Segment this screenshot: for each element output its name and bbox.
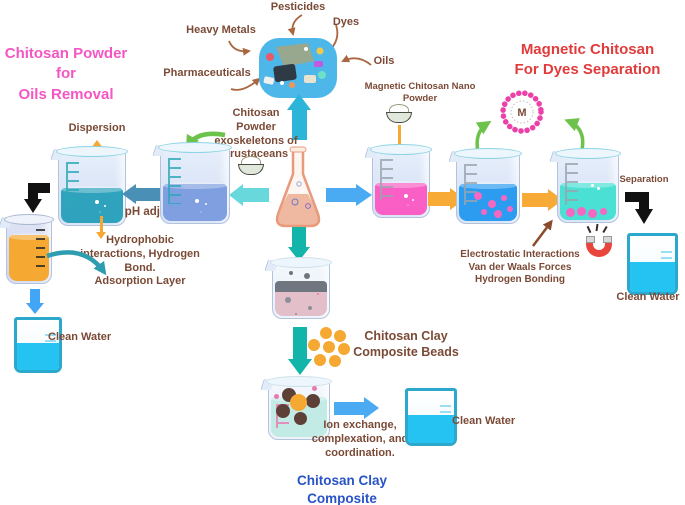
beaker-dispersion xyxy=(50,146,128,226)
nano-powder-bowl-icon xyxy=(386,104,412,123)
micelle-label: M xyxy=(517,107,526,119)
label-pesticides: Pesticides xyxy=(270,1,326,13)
clean-water-beaker-bottom xyxy=(405,388,457,446)
beaker-dye-solution xyxy=(364,144,432,218)
title-heavy-metals-removal: Chitosan Clay Composite for Heavy Metals… xyxy=(296,473,388,505)
clean-water-beaker-right xyxy=(627,233,678,295)
magnet-spark-icon xyxy=(595,223,599,232)
flask-icon xyxy=(275,146,321,228)
to-clean-water-left-arrow xyxy=(26,289,44,314)
label-clean-water-left: Clean Water xyxy=(48,331,112,343)
adsorption-teal-arrow xyxy=(46,250,107,276)
micelle-right-green-arrow xyxy=(564,118,585,151)
label-separation: Separation xyxy=(619,174,669,185)
polluted-water-icon xyxy=(259,38,337,98)
label-oils: Oils xyxy=(373,55,395,67)
label-chitosan-powder-source: Chitosan Powder exoskeletons of crustace… xyxy=(214,107,298,161)
clean-water-beaker-left xyxy=(14,317,62,373)
flask-to-pink-beaker-arrow xyxy=(326,184,372,206)
pharmaceuticals-arrow xyxy=(230,77,261,91)
flask-down-arrow xyxy=(288,227,310,261)
to-oil-beaker-black-arrow xyxy=(24,183,50,213)
beaker-oil-adsorption xyxy=(0,214,54,284)
label-beads: Chitosan Clay Composite Beads xyxy=(353,329,459,359)
ph-adjust-arrow xyxy=(122,184,164,204)
title-oils-removal: Chitosan Powder for Oils Removal xyxy=(4,45,128,103)
micelle-icon: M xyxy=(500,90,544,134)
separation-black-arrow xyxy=(625,192,653,224)
beads-cluster-icon xyxy=(306,327,354,369)
beaker-clay-mixing xyxy=(264,257,332,319)
label-magnetic-nano-powder: Magnetic Chitosan Nano Powder xyxy=(364,81,476,104)
pesticides-arrow xyxy=(287,14,303,36)
label-heavy-metals: Heavy Metals xyxy=(186,24,256,36)
label-dyes: Dyes xyxy=(332,16,360,28)
title-dyes-separation: Magnetic Chitosan For Dyes Separation xyxy=(514,41,661,79)
label-hydrophobic: Hydrophobic interactions, Hydrogen Bond. xyxy=(80,234,200,274)
label-electrostatic: Electrostatic Interactions Van der Waals… xyxy=(460,249,580,285)
ion-exchange-arrow xyxy=(334,397,379,419)
label-dispersion: Dispersion xyxy=(68,122,126,134)
beaker-separated-dyes xyxy=(549,148,621,223)
hydrophobic-down-arrow xyxy=(96,216,106,239)
flask-to-left-beaker-arrow xyxy=(229,184,269,206)
beaker-heavy-metal-adsorption xyxy=(260,376,332,440)
oils-arrow xyxy=(341,54,372,66)
beaker-chitosan-mix xyxy=(152,142,232,224)
magnet-icon xyxy=(586,236,612,257)
heavy-metals-arrow xyxy=(228,40,251,56)
flask-to-pollutants-arrow xyxy=(287,94,311,140)
to-beads-beaker-arrow xyxy=(288,327,312,375)
label-clean-water-right: Clean Water xyxy=(616,291,680,303)
magnet-spark-icon xyxy=(602,225,608,234)
chitosan-powder-bowl-icon xyxy=(238,156,264,175)
label-ion-exchange: Ion exchange, complexation, and coordina… xyxy=(311,419,409,459)
beaker-magnetic-binding xyxy=(448,148,522,224)
label-adsorption-layer: Adsorption Layer xyxy=(94,275,186,287)
magnet-spark-icon xyxy=(586,225,592,234)
label-clean-water-bottom: Clean Water xyxy=(452,415,516,427)
electrostatic-brown-arrow xyxy=(532,219,553,247)
label-pharmaceuticals: Pharmaceuticals xyxy=(163,67,251,79)
